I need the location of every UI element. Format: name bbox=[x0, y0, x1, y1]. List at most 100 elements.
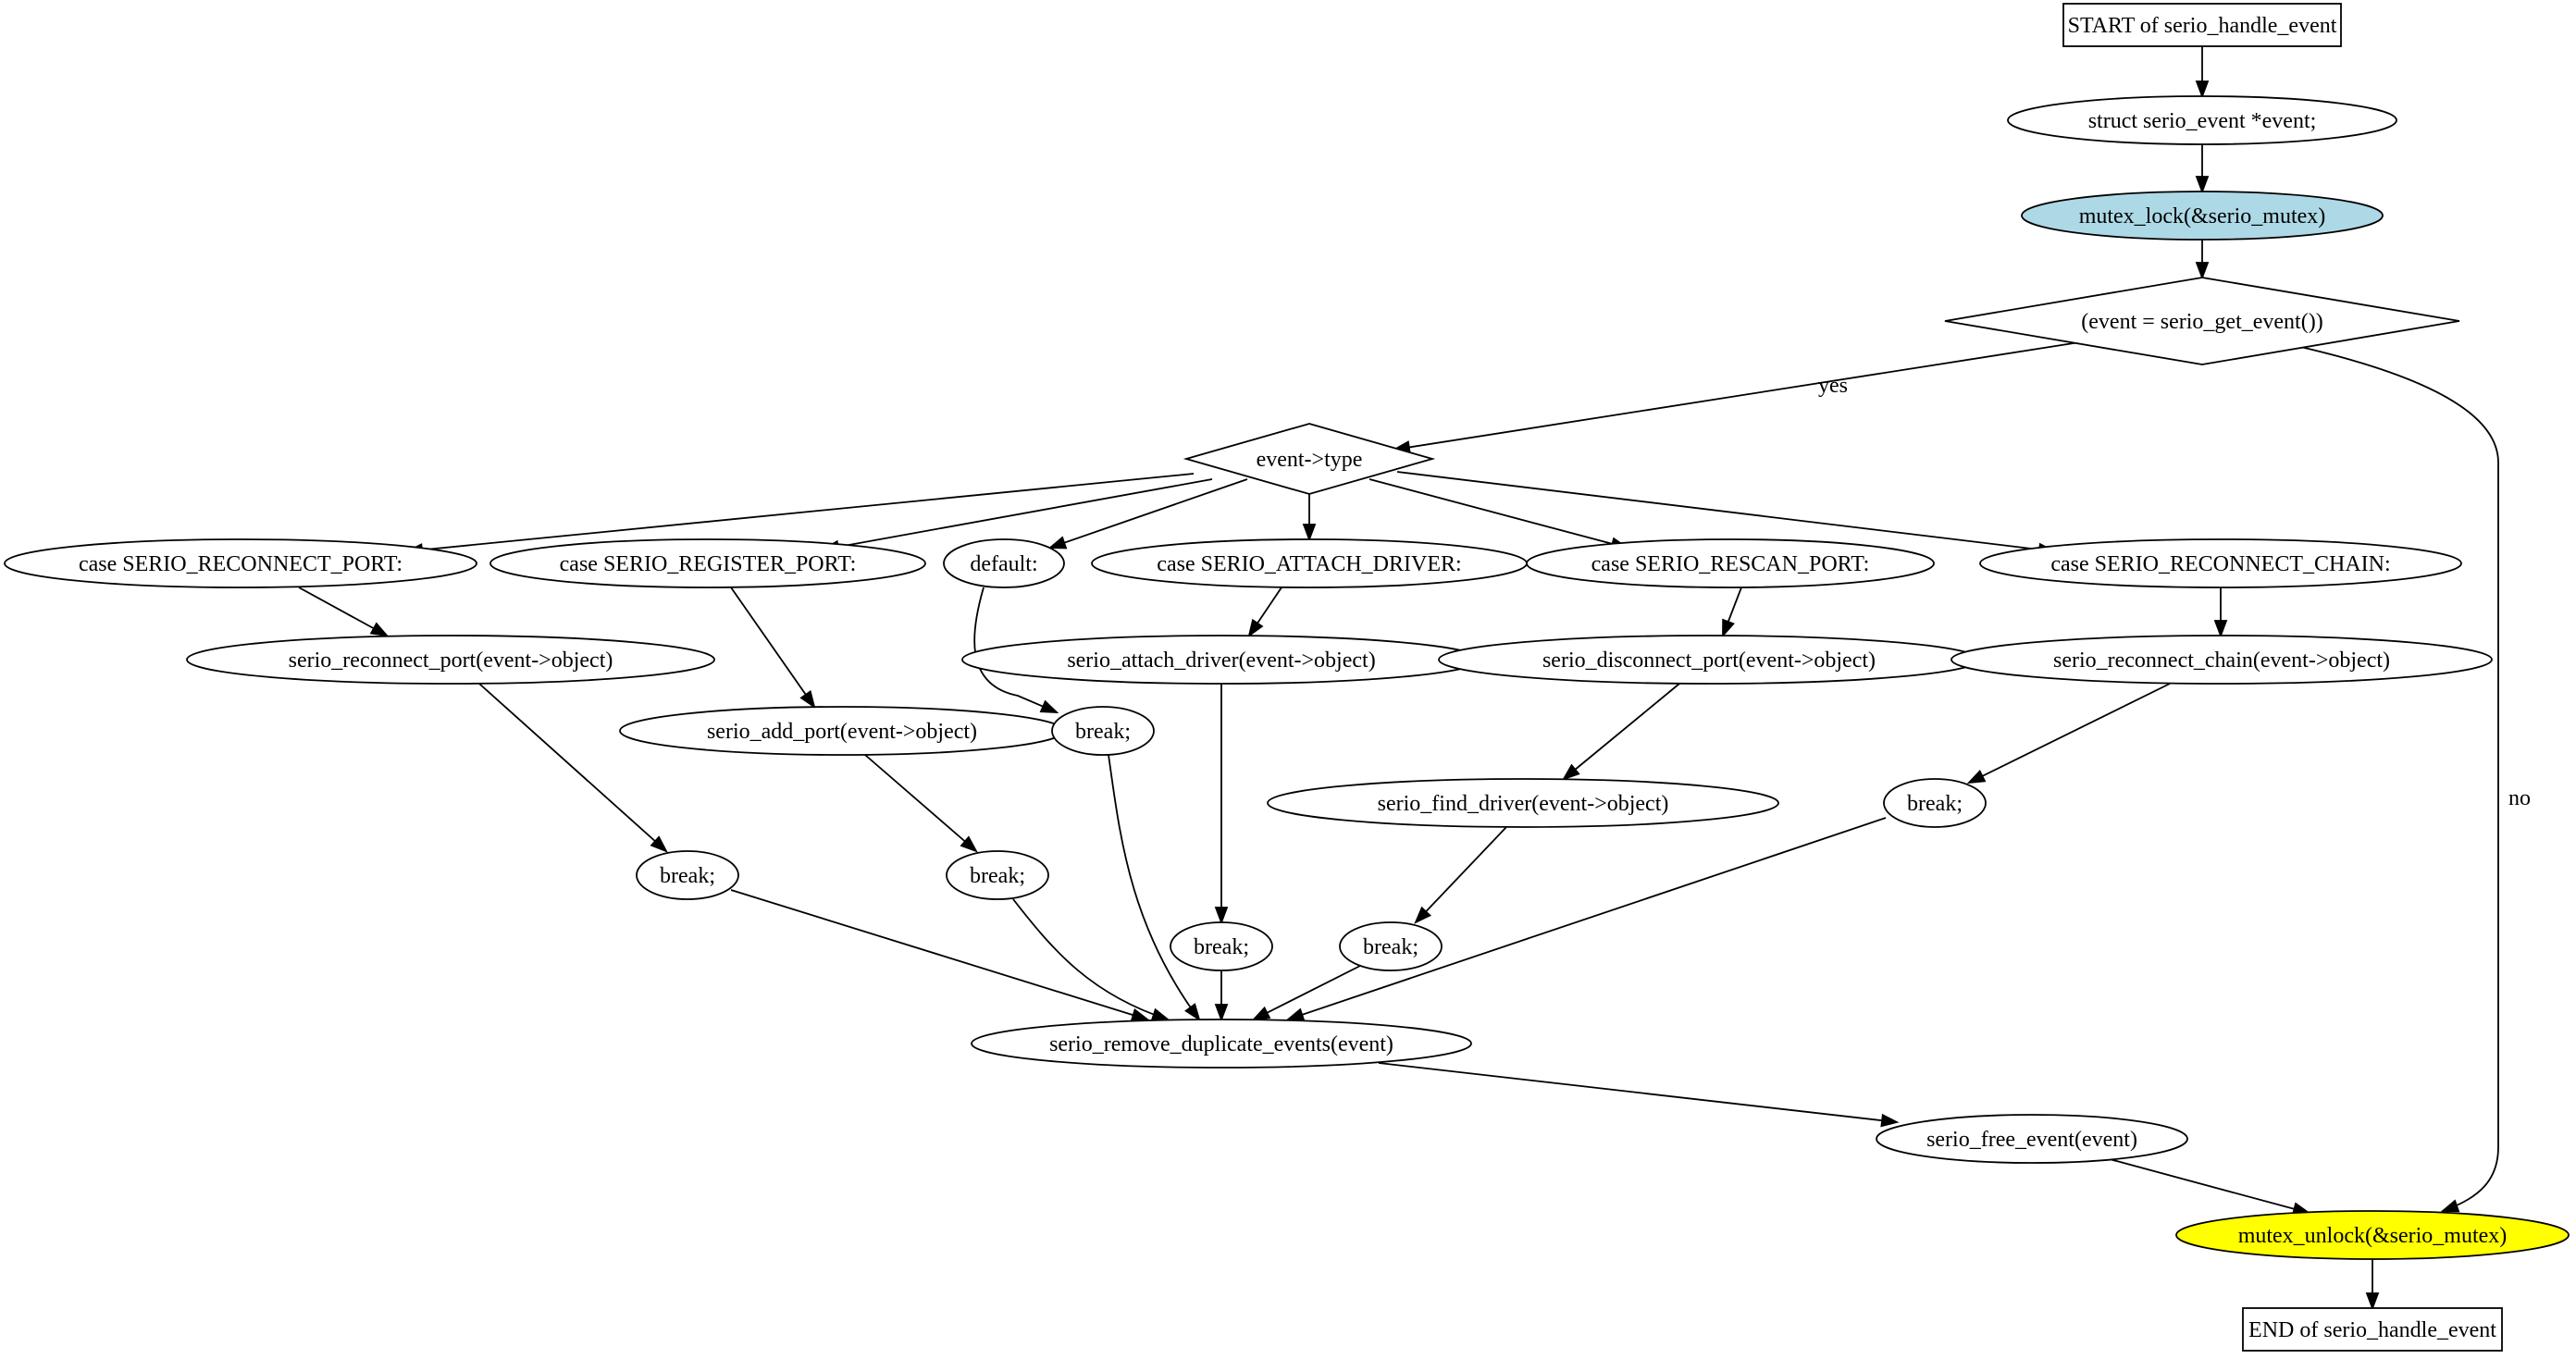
arrowhead bbox=[2365, 1292, 2380, 1311]
node-break_chain: break; bbox=[1883, 778, 1987, 828]
edge-cond-to-unlock: no bbox=[2287, 343, 2531, 1213]
node-diamond bbox=[1183, 423, 1436, 495]
edge-break_rescan-to-remove_dup bbox=[1251, 965, 1361, 1021]
node-label: serio_remove_duplicate_events(event) bbox=[1049, 1032, 1393, 1056]
node-box bbox=[2062, 3, 2342, 47]
edge-line bbox=[1108, 754, 1200, 1020]
node-ellipse bbox=[1883, 778, 1987, 828]
arrowhead bbox=[1251, 1006, 1271, 1021]
node-label: break; bbox=[1194, 935, 1249, 959]
arrowhead bbox=[1150, 1007, 1170, 1021]
node-break_rescan: break; bbox=[1339, 921, 1443, 971]
edge-line bbox=[1368, 478, 1628, 549]
node-label: break; bbox=[970, 864, 1025, 888]
arrowhead bbox=[1880, 1113, 1900, 1128]
node-label: break; bbox=[1907, 792, 1963, 816]
node-reconnect_chain: serio_reconnect_chain(event->object) bbox=[1951, 635, 2493, 685]
edge-type-to-case_attach bbox=[1302, 494, 1317, 542]
node-label: END of serio_handle_event bbox=[2248, 1318, 2496, 1342]
node-default: default: bbox=[943, 538, 1065, 588]
node-remove_dup: serio_remove_duplicate_events(event) bbox=[971, 1019, 1472, 1069]
node-break_reconnect: break; bbox=[636, 850, 739, 900]
node-case_attach: case SERIO_ATTACH_DRIVER: bbox=[1091, 538, 1528, 588]
edge-line bbox=[1253, 965, 1361, 1020]
edge-case_rescan-to-disconnect_port bbox=[1722, 587, 1742, 638]
node-case_register: case SERIO_REGISTER_PORT: bbox=[489, 538, 926, 588]
edge-break_attach-to-remove_dup bbox=[1214, 970, 1229, 1022]
edge-start-to-decl bbox=[2195, 46, 2210, 99]
edge-reconnect_port-to-break_reconnect bbox=[478, 683, 668, 853]
arrowhead bbox=[1214, 907, 1229, 925]
edge-line bbox=[1563, 683, 1680, 780]
arrowhead bbox=[1414, 906, 1431, 924]
node-label: break; bbox=[1075, 720, 1131, 744]
edge-line bbox=[1968, 683, 2171, 784]
node-ellipse bbox=[636, 850, 739, 900]
arrowhead bbox=[2195, 176, 2210, 194]
node-attach_driver: serio_attach_driver(event->object) bbox=[961, 635, 1481, 685]
edge-break_chain-to-remove_dup bbox=[1285, 817, 1887, 1021]
edge-decl-to-lock bbox=[2195, 144, 2210, 194]
node-break_register: break; bbox=[946, 850, 1049, 900]
node-label: case SERIO_RESCAN_PORT: bbox=[1591, 552, 1870, 576]
node-ellipse bbox=[186, 635, 715, 685]
edge-attach_driver-to-break_attach bbox=[1214, 684, 1229, 925]
node-cond: (event = serio_get_event()) bbox=[1944, 277, 2460, 365]
arrowhead bbox=[650, 835, 668, 853]
node-ellipse bbox=[1526, 538, 1935, 588]
node-ellipse bbox=[1267, 778, 1779, 828]
node-case_reconnect: case SERIO_RECONNECT_PORT: bbox=[4, 538, 477, 588]
node-label: serio_disconnect_port(event->object) bbox=[1542, 649, 1876, 673]
node-ellipse bbox=[971, 1019, 1472, 1069]
node-case_chain: case SERIO_RECONNECT_CHAIN: bbox=[1979, 538, 2462, 588]
node-type: event->type bbox=[1183, 423, 1436, 495]
node-ellipse bbox=[1951, 635, 2493, 685]
arrowhead bbox=[1039, 699, 1059, 714]
arrowhead bbox=[1184, 1003, 1201, 1022]
node-start: START of serio_handle_event bbox=[2062, 3, 2342, 47]
node-label: case SERIO_RECONNECT_CHAIN: bbox=[2050, 552, 2390, 576]
arrowhead bbox=[369, 622, 390, 637]
node-label: case SERIO_REGISTER_PORT: bbox=[560, 552, 857, 576]
edge-case_chain-to-reconnect_chain bbox=[2213, 587, 2228, 638]
node-label: serio_attach_driver(event->object) bbox=[1067, 649, 1375, 673]
edge-type-to-default bbox=[1047, 478, 1248, 550]
edge-line bbox=[478, 683, 667, 852]
edge-case_attach-to-attach_driver bbox=[1247, 587, 1282, 638]
edge-find_driver-to-break_rescan bbox=[1414, 826, 1507, 924]
node-ellipse bbox=[1339, 921, 1443, 971]
node-disconnect_port: serio_disconnect_port(event->object) bbox=[1438, 635, 1980, 685]
arrowhead bbox=[2213, 620, 2228, 638]
node-label: serio_reconnect_chain(event->object) bbox=[2053, 649, 2390, 673]
edge-line bbox=[1287, 817, 1887, 1020]
edge-line bbox=[1012, 898, 1169, 1020]
edge-break_reconnect-to-remove_dup bbox=[730, 889, 1150, 1021]
node-label: serio_reconnect_port(event->object) bbox=[289, 649, 613, 673]
node-add_port: serio_add_port(event->object) bbox=[619, 706, 1065, 756]
node-ellipse bbox=[1876, 1114, 2188, 1164]
edge-line bbox=[406, 473, 1195, 552]
node-label: mutex_unlock(&serio_mutex) bbox=[2238, 1224, 2508, 1248]
node-label: break; bbox=[660, 864, 715, 888]
node-find_driver: serio_find_driver(event->object) bbox=[1267, 778, 1779, 828]
edge-line bbox=[2109, 1158, 2310, 1214]
edge-label-no: no bbox=[2508, 786, 2531, 810]
arrowhead bbox=[2440, 1199, 2460, 1213]
node-box bbox=[2242, 1307, 2503, 1352]
arrowhead bbox=[799, 689, 816, 710]
node-ellipse bbox=[2007, 95, 2397, 145]
edge-line bbox=[2287, 343, 2499, 1212]
node-ellipse bbox=[1170, 921, 1273, 971]
edge-line bbox=[730, 587, 815, 708]
edge-break_default-to-remove_dup bbox=[1108, 754, 1201, 1022]
edge-lock-to-cond bbox=[2195, 240, 2210, 280]
arrowhead bbox=[2195, 262, 2210, 280]
edge-line bbox=[1393, 340, 2092, 451]
arrowhead bbox=[960, 835, 978, 853]
node-ellipse bbox=[4, 538, 477, 588]
arrowhead bbox=[1302, 524, 1317, 542]
node-label: break; bbox=[1363, 935, 1418, 959]
edge-line bbox=[823, 478, 1213, 550]
node-ellipse bbox=[943, 538, 1065, 588]
